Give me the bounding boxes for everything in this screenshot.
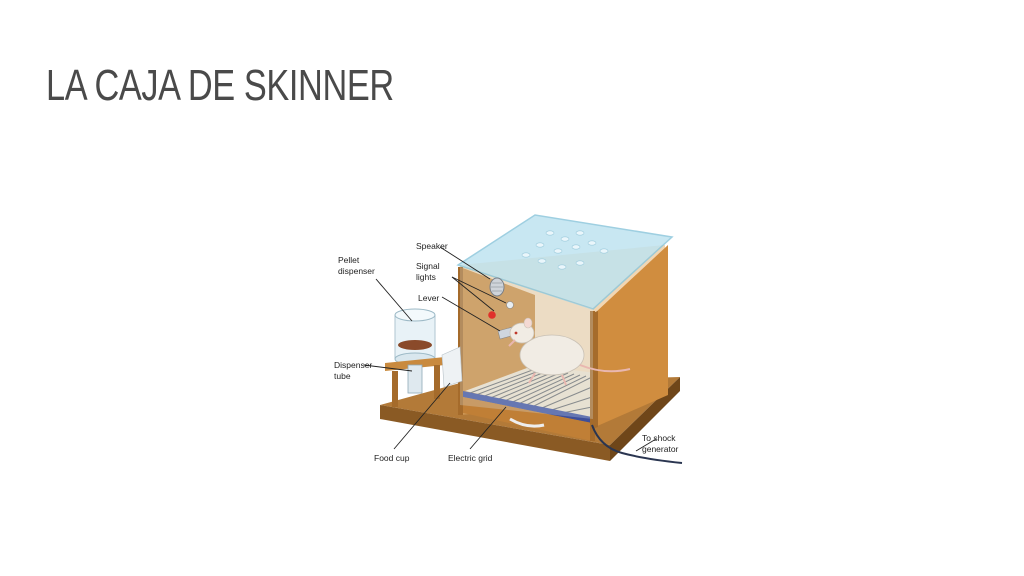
label-dispenser-tube-line1: Dispenser [334,360,372,370]
shock-cable [591,424,683,464]
pellet-dispenser [394,308,436,366]
grid-rail [463,391,592,423]
leader-lines [363,246,657,452]
slide-title: LA CAJA DE SKINNER [46,61,394,110]
post-front-left [458,267,463,415]
label-signal-lights-line2: lights [416,272,436,282]
dispenser-stand-top [385,357,445,371]
speaker-slots [491,282,503,292]
signal-light-white [506,301,514,309]
base-platform-side [610,377,680,461]
dispenser-tube [407,364,423,394]
dispenser-stand-leg-2 [434,365,440,399]
drawer-handle [509,417,545,428]
label-pellet-dispenser-line1: Pellet [338,255,360,265]
label-electric-grid: Electric grid [448,453,493,463]
label-dispenser-tube-line2: tube [334,371,351,381]
label-food-cup: Food cup [374,453,410,463]
skinner-box-diagram: Pellet dispenser Speaker Signal lights L… [330,205,700,475]
label-speaker: Speaker [416,241,448,251]
dispenser-stand-leg [392,371,398,407]
box-right-wall [595,245,668,427]
label-to-shock-generator-line2: generator [642,444,679,454]
label-pellet-dispenser-line2: dispenser [338,266,375,276]
post-front-right [590,311,595,441]
air-holes [521,230,609,270]
skinner-box-illustration: Pellet dispenser Speaker Signal lights L… [334,214,683,464]
label-to-shock-generator-line1: To shock [642,433,676,443]
label-lever: Lever [418,293,439,303]
glass-top [456,214,674,310]
label-signal-lights-line1: Signal [416,261,440,271]
signal-light-red [488,311,496,319]
drawer-front [463,397,592,441]
rat [508,317,631,386]
food-cup-chute [441,346,463,388]
base-platform-front [380,405,610,461]
